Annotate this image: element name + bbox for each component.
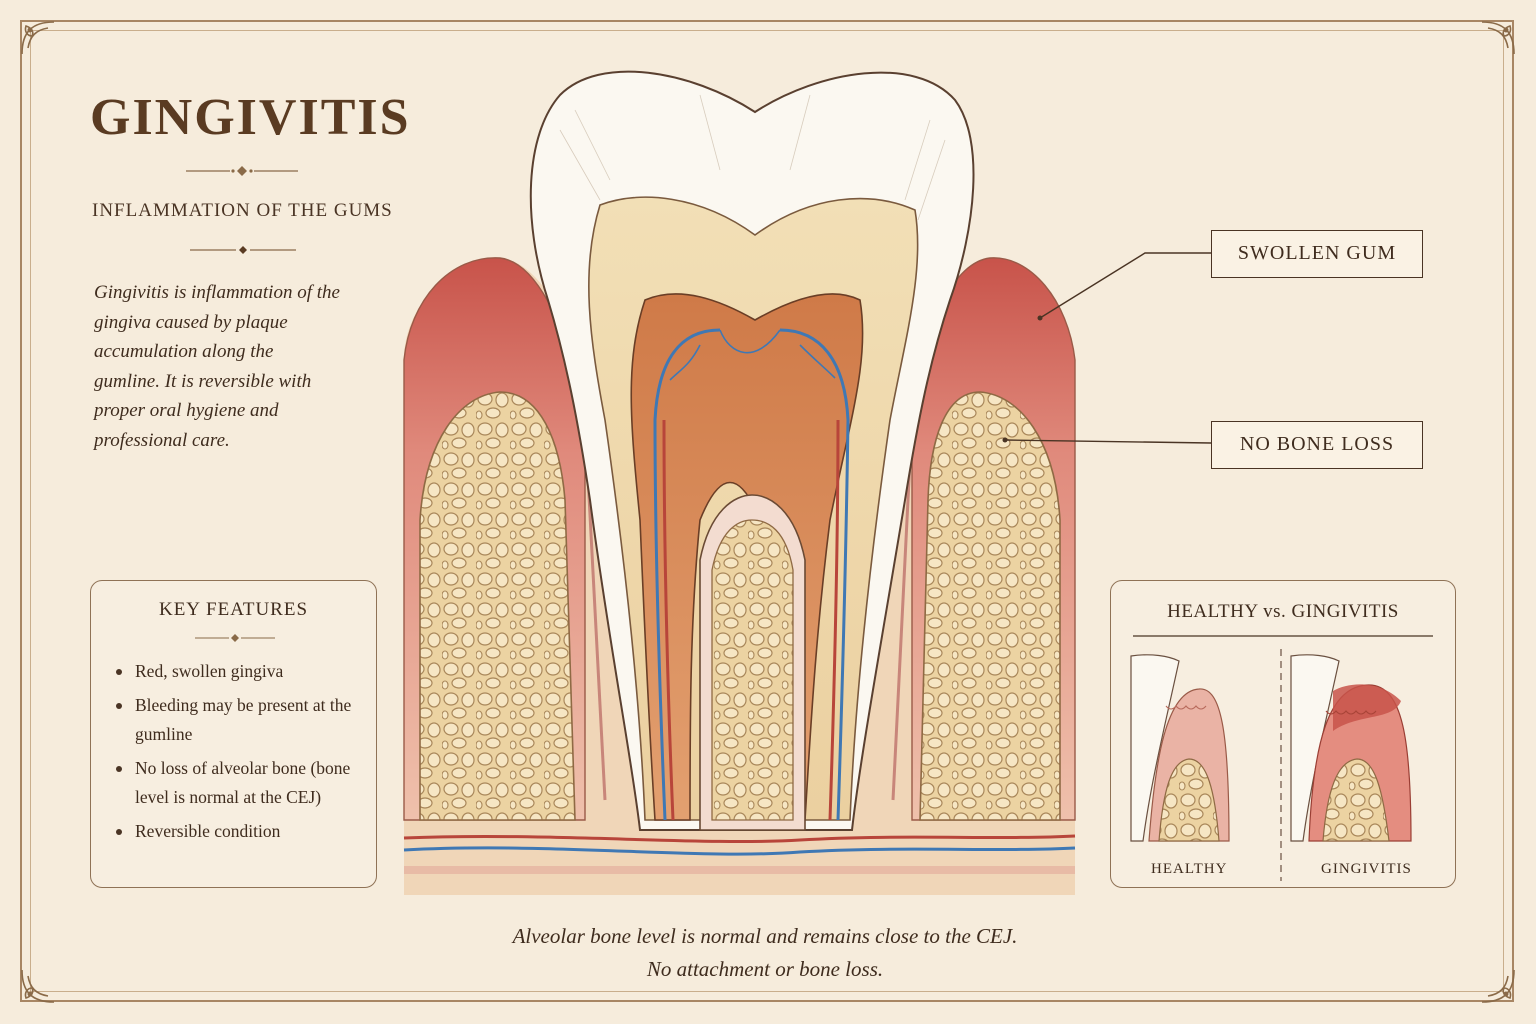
healthy-panel: [1130, 654, 1230, 842]
corner-ornament-top-right: [1478, 18, 1518, 58]
subtitle-divider: [190, 246, 296, 254]
corner-ornament-bottom-left: [18, 966, 58, 1006]
corner-ornament-top-left: [18, 18, 58, 58]
key-features-title: KEY FEATURES: [158, 599, 309, 620]
page-frame-outer: [20, 20, 1514, 1002]
diagram-caption: Alveolar bone level is normal and remain…: [400, 920, 1130, 986]
comparison-box: HEALTHY vs. GINGIVITIS HEALTHY GINGIVITI…: [1110, 580, 1456, 888]
page-frame-inner: [30, 30, 1504, 992]
list-item: Red, swollen gingiva: [113, 657, 363, 687]
page-subtitle: INFLAMMATION OF THE GUMS: [92, 200, 393, 221]
healthy-label: HEALTHY: [1151, 861, 1228, 877]
swollen-gum-label: SWOLLEN GUM: [1211, 230, 1423, 278]
key-features-box: KEY FEATURES Red, swollen gingiva Bleedi…: [90, 580, 377, 888]
description-text: Gingivitis is inflammation of the gingiv…: [94, 282, 340, 451]
list-item: Bleeding may be present at the gumline: [113, 691, 363, 750]
gingivitis-label: GINGIVITIS: [1321, 861, 1412, 877]
no-bone-loss-label: NO BONE LOSS: [1211, 421, 1423, 469]
no-bone-loss-leader: [1004, 439, 1212, 444]
page-title: GINGIVITIS: [90, 89, 411, 146]
caption-line-1: Alveolar bone level is normal and remain…: [512, 924, 1018, 948]
key-features-divider: [195, 634, 275, 642]
caption-line-2: No attachment or bone loss.: [646, 957, 884, 981]
corner-ornament-bottom-right: [1478, 966, 1518, 1006]
key-features-list: Red, swollen gingiva Bleeding may be pre…: [113, 657, 363, 850]
comparison-illustration: [1130, 635, 1433, 881]
comparison-title: HEALTHY vs. GINGIVITIS: [1167, 601, 1399, 622]
swollen-gum-leader: [1039, 252, 1211, 319]
list-item: No loss of alveolar bone (bone level is …: [113, 754, 363, 813]
list-item: Reversible condition: [113, 817, 363, 847]
gingivitis-panel: [1290, 654, 1412, 842]
title-divider: [186, 166, 298, 176]
